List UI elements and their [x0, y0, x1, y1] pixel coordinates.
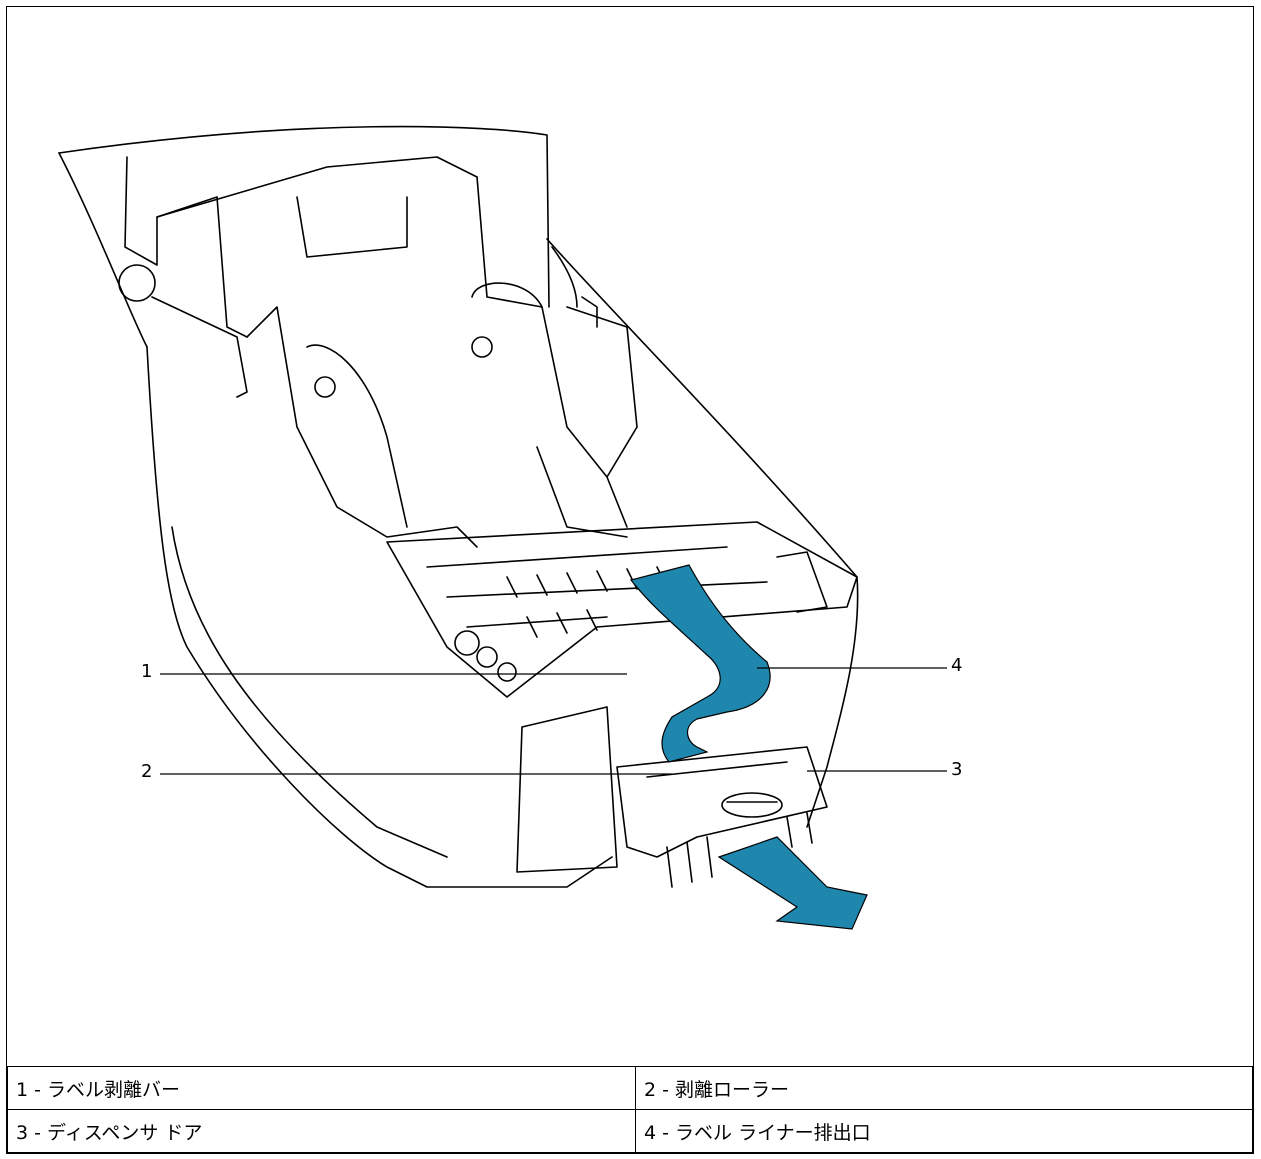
callout-number-3: 3	[951, 759, 963, 780]
legend-cell: 2 - 剥離ローラー	[635, 1066, 1253, 1110]
callout-leaders	[160, 667, 947, 775]
legend-table: 1 - ラベル剥離バー 2 - 剥離ローラー 3 - ディスペンサ ドア 4 -…	[7, 1066, 1253, 1153]
printer-drawing	[58, 125, 947, 930]
legend-cell: 3 - ディスペンサ ドア	[7, 1109, 636, 1153]
printer-illustration: 1 2 3 4	[7, 7, 1255, 1067]
callout-number-2: 2	[141, 761, 153, 782]
label-liner	[629, 564, 868, 930]
legend-cell: 1 - ラベル剥離バー	[7, 1066, 636, 1110]
legend-row: 1 - ラベル剥離バー 2 - 剥離ローラー	[7, 1066, 1253, 1110]
printer-body	[58, 125, 859, 888]
figure-frame: 1 2 3 4 1 - ラベル剥離バー 2 - 剥離ローラー 3 - ディスペン…	[6, 6, 1254, 1154]
callout-number-4: 4	[951, 655, 963, 676]
callout-number-1: 1	[141, 661, 153, 682]
legend-cell: 4 - ラベル ライナー排出口	[635, 1109, 1253, 1153]
legend-row: 3 - ディスペンサ ドア 4 - ラベル ライナー排出口	[7, 1109, 1253, 1153]
